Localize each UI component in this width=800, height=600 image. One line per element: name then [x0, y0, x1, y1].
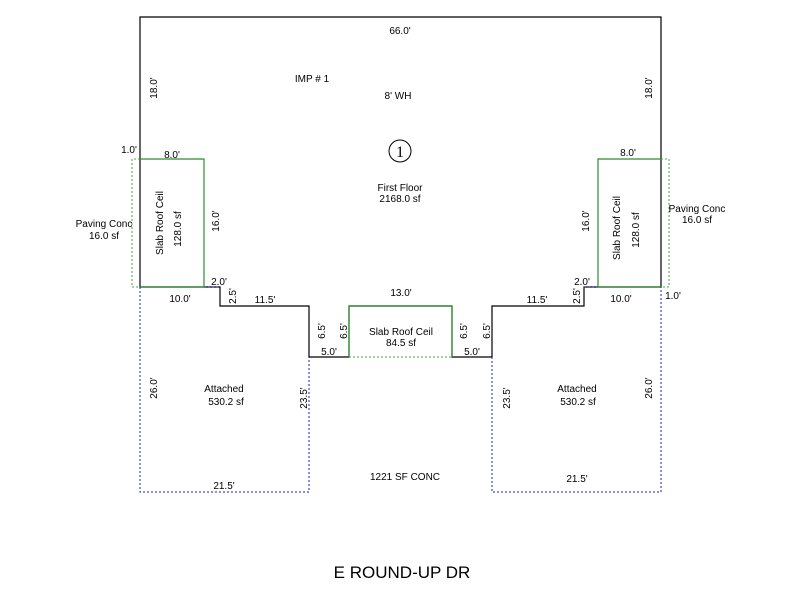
imp-label: IMP # 1 [295, 74, 330, 85]
dim-twentythree-left: 23.5' [299, 387, 310, 408]
building-number-circle [388, 139, 412, 163]
conc-label: 1221 SF CONC [370, 472, 440, 483]
first-floor-name: First Floor [378, 183, 424, 194]
dim-slab-inner-right: 16.0' [581, 210, 592, 231]
dim-ten-left: 10.0' [169, 294, 190, 305]
dim-twentyone-left: 21.5' [213, 481, 234, 492]
slab-right-area: 128.0 sf [631, 212, 642, 248]
dim-step-left-25: 2.5' [228, 288, 239, 304]
dim-step-right-25: 2.5' [572, 288, 583, 304]
slab-center-name: Slab Roof Ceil [369, 327, 433, 338]
attached-right-name: Attached [557, 384, 596, 395]
dim-five-left: 5.0' [321, 347, 337, 358]
dim-six-d: 6.5' [482, 323, 493, 339]
slab-roof-center-outline [348, 305, 453, 357]
attached-left-area: 530.2 sf [208, 397, 244, 408]
dim-twentyone-right: 21.5' [566, 474, 587, 485]
attached-right-area: 530.2 sf [560, 397, 596, 408]
dim-one-left: 1.0' [121, 145, 137, 156]
slab-left-area: 128.0 sf [173, 211, 184, 247]
first-floor-area: 2168.0 sf [379, 194, 420, 205]
paving-right-area: 16.0 sf [682, 215, 712, 226]
paving-right-outline [661, 158, 670, 288]
dim-six-c: 6.5' [459, 323, 470, 339]
attached-left-name: Attached [204, 384, 243, 395]
dim-slab-inner-left: 16.0' [211, 210, 222, 231]
dim-twentysix-right: 26.0' [644, 377, 655, 398]
slab-roof-right-outline [597, 158, 661, 287]
dim-six-b: 6.5' [339, 323, 350, 339]
slab-center-area: 84.5 sf [386, 338, 416, 349]
dim-eleven-right: 11.5' [527, 295, 548, 306]
attached-left-outline [139, 287, 310, 493]
dim-six-a: 6.5' [317, 323, 328, 339]
dim-twentysix-left: 26.0' [149, 377, 160, 398]
dim-slab-top-left: 8.0' [164, 150, 180, 161]
dim-twentythree-right: 23.5' [502, 387, 513, 408]
dim-right-upper: 18.0' [644, 77, 655, 98]
slab-roof-left-outline [140, 158, 205, 287]
dim-one-right: 1.0' [665, 291, 681, 302]
dim-left-upper: 18.0' [149, 77, 160, 98]
dim-five-right: 5.0' [464, 347, 480, 358]
dim-top: 66.0' [389, 26, 410, 37]
dim-eleven-left: 11.5' [255, 295, 276, 306]
dim-step-right-2: 2.0' [574, 277, 590, 288]
paving-left-area: 16.0 sf [89, 231, 119, 242]
dim-step-left-2: 2.0' [211, 277, 227, 288]
imp-sub-label: 8' WH [385, 91, 412, 102]
dim-ten-right: 10.0' [610, 294, 631, 305]
slab-right-name: Slab Roof Ceil [612, 196, 623, 260]
paving-left-name: Paving Conc [76, 219, 133, 230]
paving-right-name: Paving Conc [669, 204, 726, 215]
dim-slab-top-right: 8.0' [620, 148, 636, 159]
street-label: E ROUND-UP DR [334, 563, 471, 582]
paving-left-outline [131, 158, 140, 288]
dim-thirteen: 13.0' [390, 288, 411, 299]
slab-left-name: Slab Roof Ceil [155, 191, 166, 255]
building-number: 1 [396, 144, 404, 161]
